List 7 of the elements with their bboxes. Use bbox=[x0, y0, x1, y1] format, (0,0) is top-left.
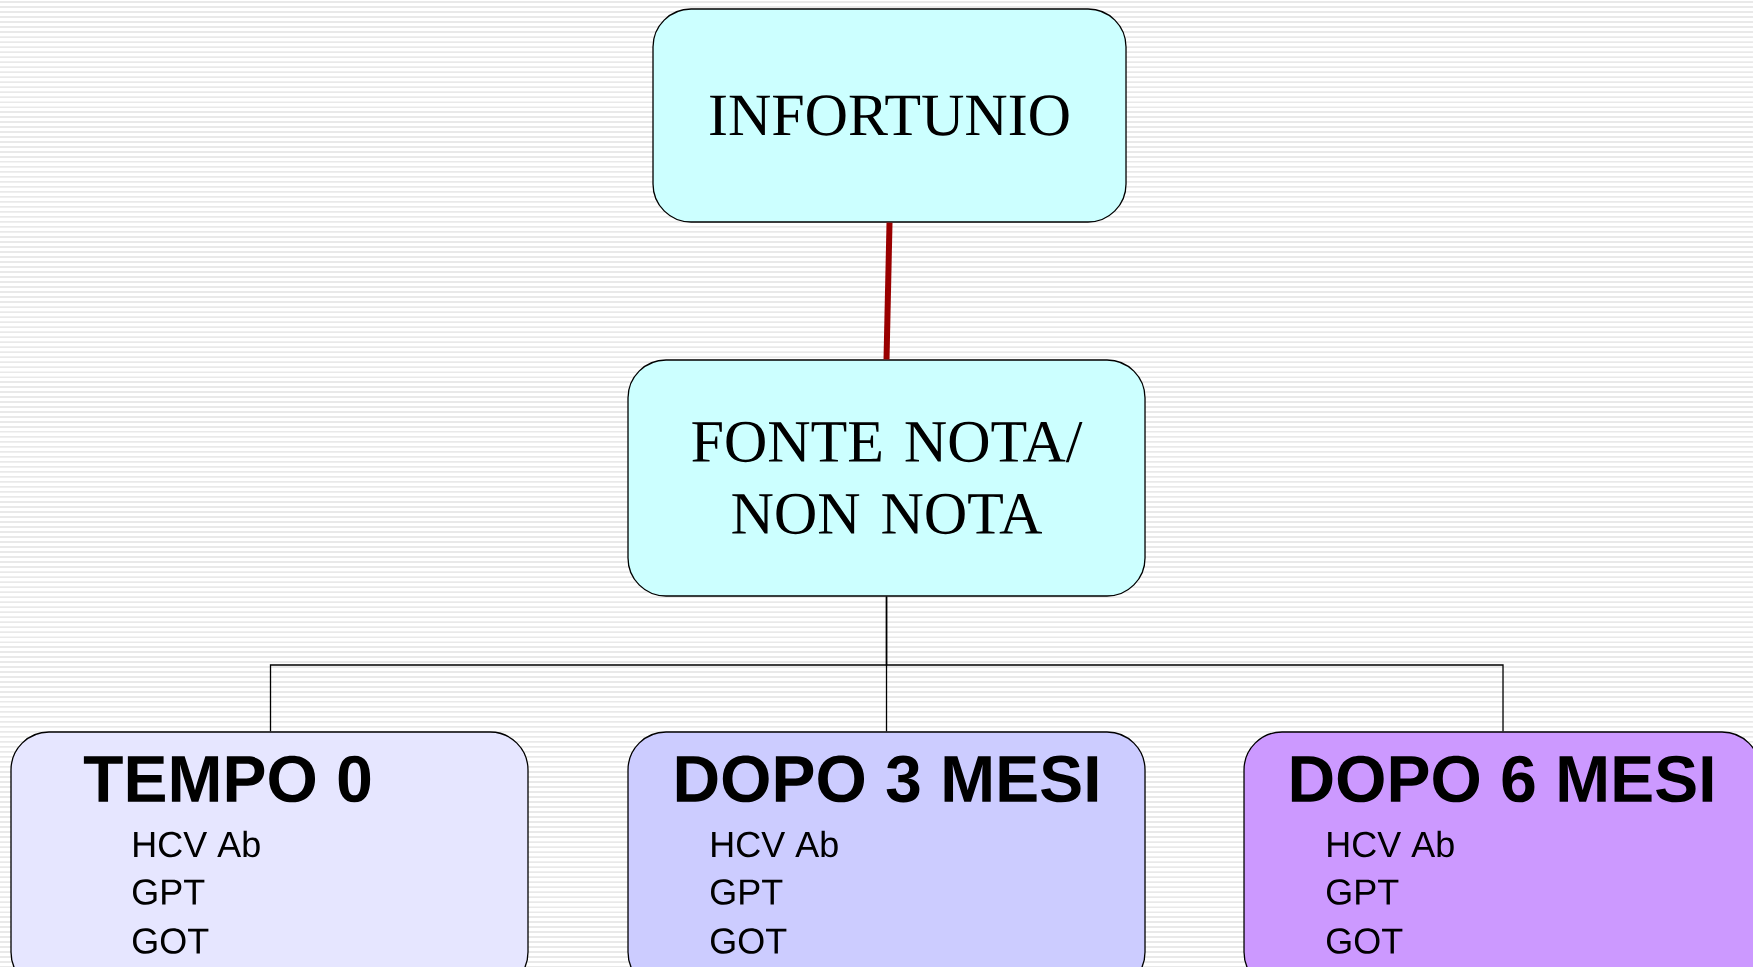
process-box: FONTE NOTA/ NON NOTA bbox=[627, 359, 1146, 597]
stage-box: TEMPO 0 HCV Ab GPT GOT bbox=[10, 731, 529, 967]
connector-line bbox=[885, 596, 1504, 732]
connector-line bbox=[883, 222, 893, 360]
process-box: INFORTUNIO bbox=[652, 8, 1127, 223]
stage-box: DOPO 3 MESI HCV Ab GPT GOT bbox=[627, 731, 1146, 967]
stage-box: DOPO 6 MESI HCV Ab GPT GOT bbox=[1243, 731, 1753, 967]
